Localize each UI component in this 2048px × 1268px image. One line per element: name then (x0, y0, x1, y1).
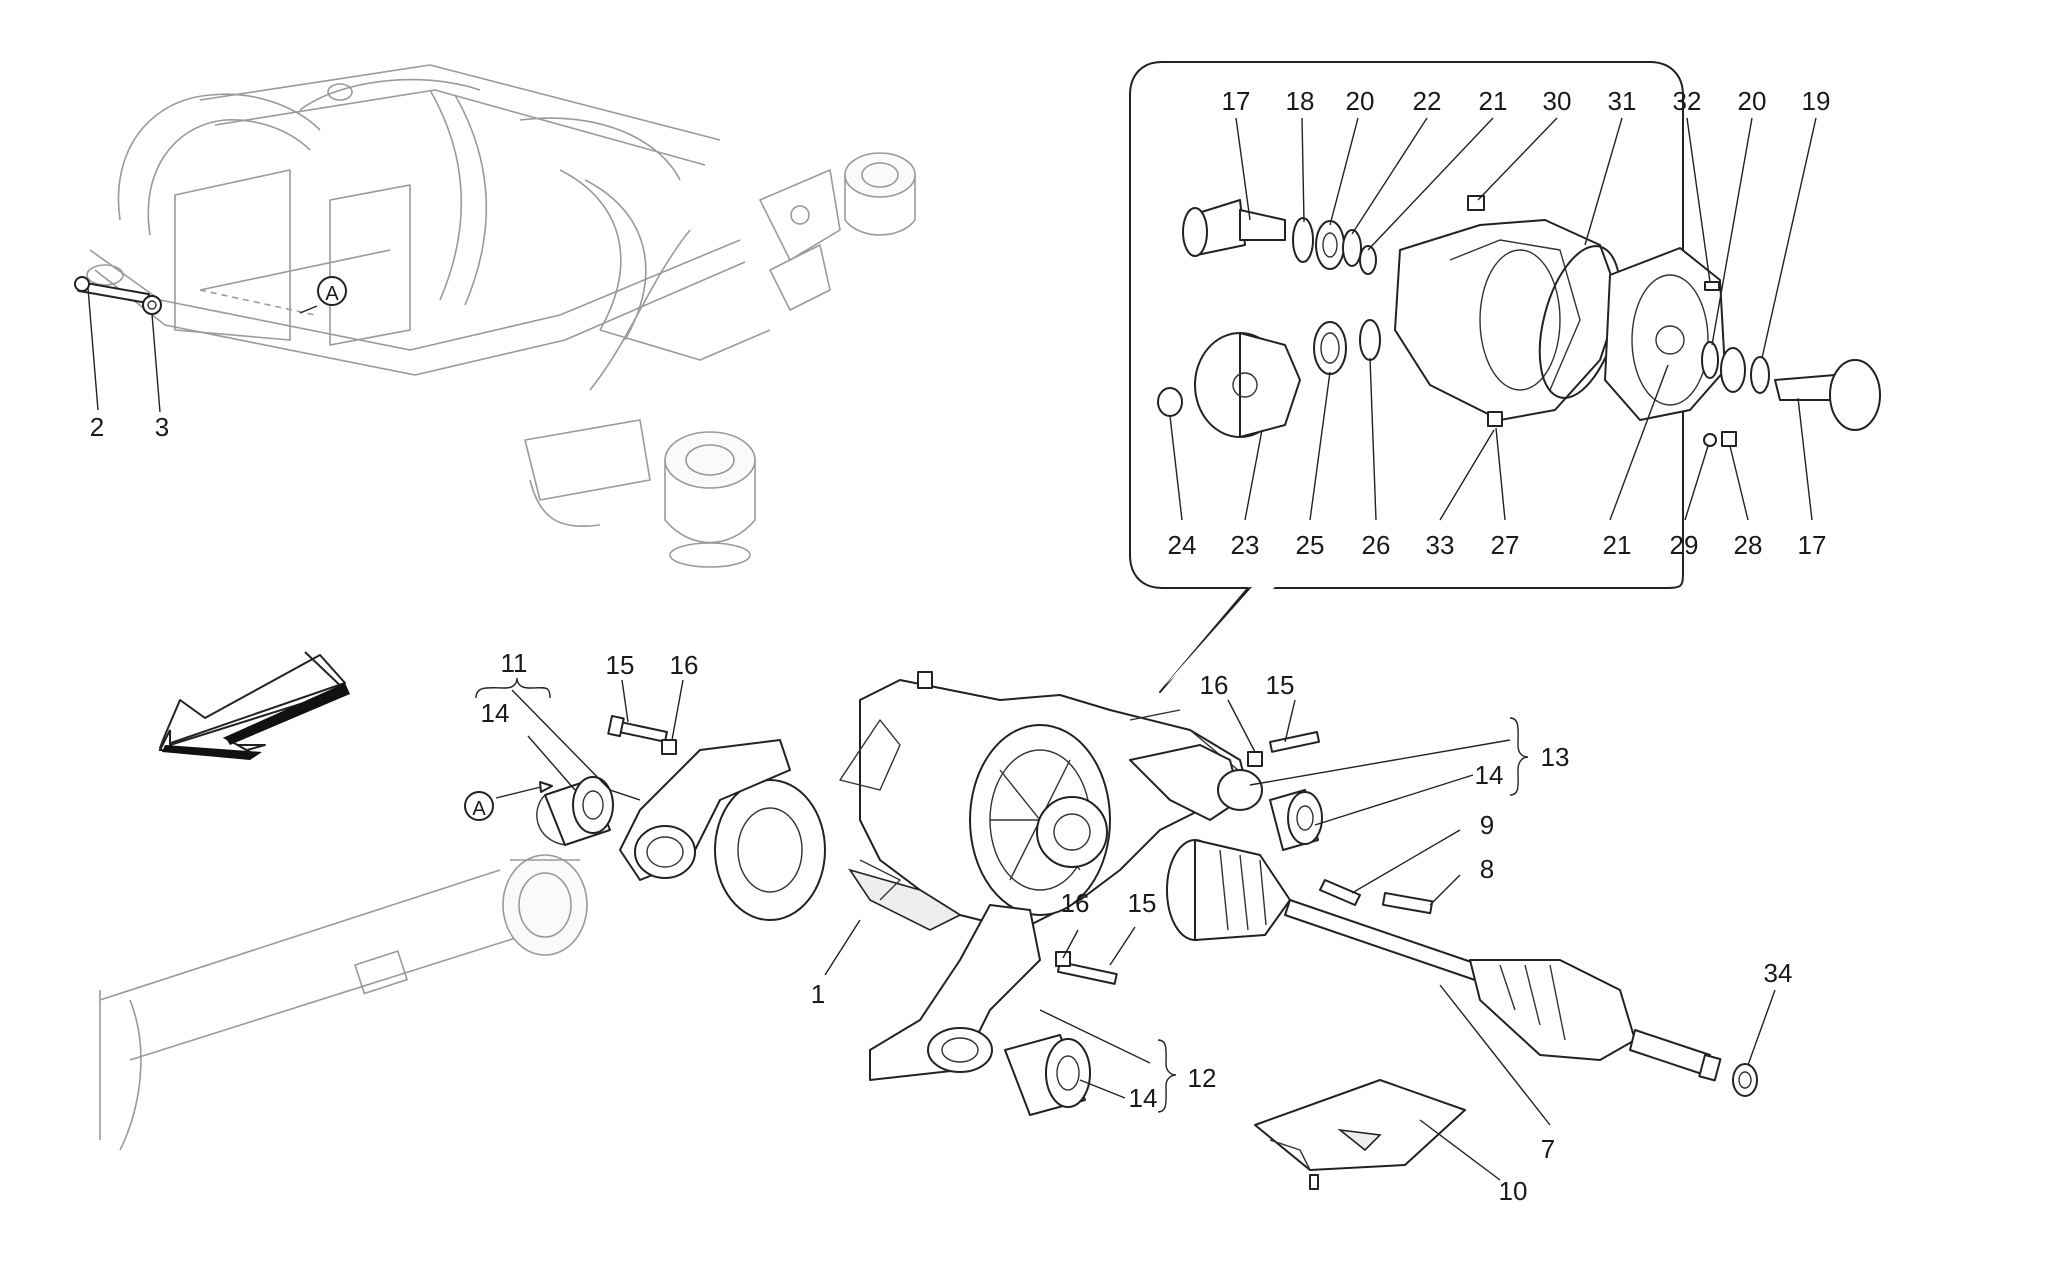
view-marker-a-main: A (464, 781, 553, 821)
view-marker-a-subframe: A (299, 276, 347, 314)
callout-21-top: 21 (1479, 86, 1508, 116)
bolt-2-drawing (74, 276, 150, 305)
direction-arrow (158, 651, 350, 760)
rear-subframe-drawing (86, 64, 916, 568)
callout-7: 7 (1541, 1134, 1555, 1164)
callout-29: 29 (1670, 530, 1699, 560)
callout-22: 22 (1413, 86, 1442, 116)
differential-housing-drawing (714, 671, 1251, 931)
callout-32: 32 (1673, 86, 1702, 116)
callout-28: 28 (1734, 530, 1763, 560)
callout-11: 11 (501, 648, 528, 678)
callout-14-left: 14 (481, 698, 510, 728)
svg-text:A: A (472, 798, 486, 820)
callout-17-bottom: 17 (1798, 530, 1827, 560)
callout-18: 18 (1286, 86, 1315, 116)
spacer-16-left-drawing (661, 739, 677, 755)
callout-31: 31 (1608, 86, 1637, 116)
callout-14-bottom: 14 (1129, 1083, 1158, 1113)
callout-16-left: 16 (670, 650, 699, 680)
callout-16-bottom: 16 (1061, 888, 1090, 918)
callout-10: 10 (1499, 1176, 1528, 1206)
bracket-13-drawing (1129, 744, 1263, 821)
bushing-14-left-drawing (536, 776, 614, 846)
callout-21-bottom: 21 (1603, 530, 1632, 560)
leader-lines (87, 117, 1817, 1181)
callout-26: 26 (1362, 530, 1391, 560)
callout-25: 25 (1296, 530, 1325, 560)
spacer-16-bottom-drawing (1055, 951, 1071, 967)
callout-14-right: 14 (1475, 760, 1504, 790)
washer-3-drawing (142, 295, 162, 315)
callout-labels-inset-bottom: 24 23 25 26 33 27 21 29 28 17 (1168, 530, 1827, 560)
callout-19: 19 (1802, 86, 1831, 116)
bushing-14-right-drawing (1269, 789, 1323, 851)
callout-30: 30 (1543, 86, 1572, 116)
callout-16-right: 16 (1200, 670, 1229, 700)
callout-1: 1 (811, 979, 825, 1009)
callout-15-right: 15 (1266, 670, 1295, 700)
inset-parts-drawing (1157, 195, 1881, 447)
bracket-11-drawing (619, 739, 791, 881)
callout-20-left: 20 (1346, 86, 1375, 116)
callout-labels-inset-top: 17 18 20 22 21 30 31 32 20 19 (1222, 86, 1831, 116)
ring-34-drawing (1732, 1063, 1758, 1097)
callout-17-top: 17 (1222, 86, 1251, 116)
callout-labels-main: 2 3 1 7 8 9 10 11 12 13 14 14 14 15 15 1… (90, 412, 1793, 1206)
callout-24: 24 (1168, 530, 1197, 560)
clamp-9-drawing (1319, 879, 1361, 906)
heat-shield-10-drawing (1254, 1079, 1466, 1190)
drive-shaft-7-drawing (1166, 839, 1722, 1082)
bracket-12-drawing (869, 904, 1041, 1081)
callout-2: 2 (90, 412, 104, 442)
callout-34: 34 (1764, 958, 1793, 988)
callout-9: 9 (1480, 810, 1494, 840)
callout-33: 33 (1426, 530, 1455, 560)
bolt-15-left-drawing (607, 715, 668, 743)
callout-13: 13 (1541, 742, 1570, 772)
callout-27: 27 (1491, 530, 1520, 560)
propeller-shaft-drawing (99, 854, 588, 1151)
callout-20-right: 20 (1738, 86, 1767, 116)
callout-3: 3 (155, 412, 169, 442)
bolt-15-right-drawing (1269, 731, 1321, 753)
callout-23: 23 (1231, 530, 1260, 560)
callout-8: 8 (1480, 854, 1494, 884)
callout-12: 12 (1188, 1063, 1217, 1093)
spacer-16-right-drawing (1247, 751, 1263, 767)
svg-text:A: A (325, 283, 339, 305)
bolt-8-drawing (1381, 892, 1434, 915)
bushing-14-bottom-drawing (1004, 1034, 1091, 1116)
callout-15-bottom: 15 (1128, 888, 1157, 918)
callout-15-left: 15 (606, 650, 635, 680)
